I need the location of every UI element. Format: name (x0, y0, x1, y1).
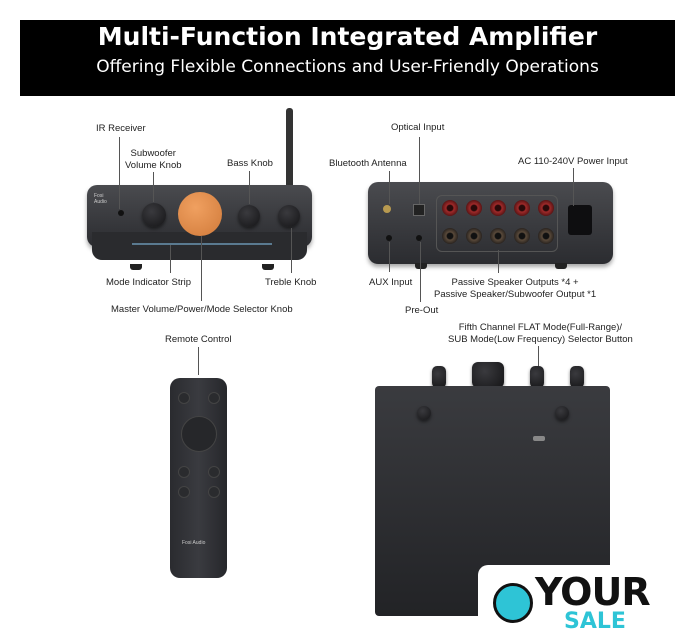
flat-sub-switch[interactable] (533, 436, 545, 441)
label-ac-power: AC 110-240V Power Input (518, 156, 628, 167)
logo-line2: SALE (564, 609, 626, 634)
header-banner: Multi-Function Integrated Amplifier Offe… (20, 20, 675, 96)
mode-indicator-strip (132, 243, 272, 245)
bluetooth-connector (383, 205, 391, 213)
optical-port (413, 204, 425, 216)
shopping-bag-icon (493, 583, 533, 623)
subwoofer-knob[interactable] (142, 203, 166, 227)
label-subwoofer-knob: Subwoofer Volume Knob (125, 148, 182, 171)
label-treble-knob: Treble Knob (265, 277, 317, 288)
antenna (286, 108, 293, 190)
label-aux: AUX Input (369, 277, 413, 288)
power-socket (568, 205, 592, 235)
remote-brand: Fosi Audio (182, 540, 206, 546)
label-optical: Optical Input (391, 122, 445, 133)
label-passive: Passive Speaker Outputs *4 + Passive Spe… (434, 277, 597, 300)
label-ir-receiver: IR Receiver (96, 123, 146, 134)
dpad[interactable] (181, 416, 217, 452)
label-bluetooth: Bluetooth Antenna (329, 158, 407, 169)
power-button[interactable] (178, 392, 190, 404)
logo-line1: YOUR (535, 570, 651, 614)
label-selector: Fifth Channel FLAT Mode(Full-Range)/ SUB… (448, 322, 633, 345)
label-master-knob: Master Volume/Power/Mode Selector Knob (111, 304, 293, 315)
treble-knob[interactable] (278, 205, 300, 227)
label-remote: Remote Control (165, 334, 232, 345)
preout-port (416, 235, 422, 241)
remote-control: Fosi Audio (170, 378, 227, 578)
label-preout: Pre-Out (405, 305, 439, 316)
label-mode-strip: Mode Indicator Strip (106, 277, 192, 288)
bass-knob[interactable] (238, 205, 260, 227)
brand-logo: Fosi Audio (94, 193, 107, 205)
mode-button[interactable] (208, 392, 220, 404)
page-title: Multi-Function Integrated Amplifier (97, 22, 598, 51)
ir-receiver (118, 210, 124, 216)
aux-port (386, 235, 392, 241)
master-volume-knob[interactable] (178, 192, 222, 236)
label-bass-knob: Bass Knob (227, 158, 273, 169)
page-subtitle: Offering Flexible Connections and User-F… (96, 57, 599, 77)
yoursale-logo: YOUR SALE (478, 565, 695, 640)
